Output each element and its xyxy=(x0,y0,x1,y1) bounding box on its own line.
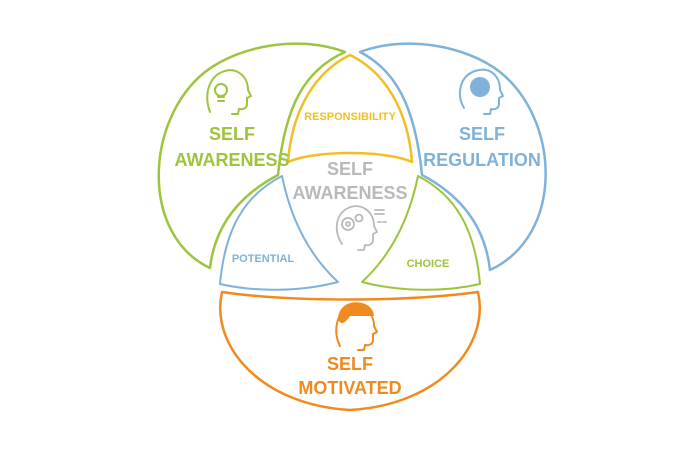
regulation-title-line1: SELF xyxy=(459,124,505,144)
regulation-title-line2: REGULATION xyxy=(423,150,541,170)
center-title-line1: SELF xyxy=(327,159,373,179)
lightbulb-head-icon xyxy=(206,69,252,115)
motivated-title-line1: SELF xyxy=(327,354,373,374)
motivated-title-line2: MOTIVATED xyxy=(298,378,401,398)
gears-head-icon xyxy=(335,205,387,251)
cap-head-icon xyxy=(335,302,378,351)
self-awareness-segment xyxy=(157,42,347,270)
awareness-title-line1: SELF xyxy=(209,124,255,144)
self-motivated-segment xyxy=(219,290,481,412)
center-title-line2: AWARENESS xyxy=(292,183,407,203)
responsibility-petal xyxy=(286,53,414,164)
potential-petal xyxy=(219,175,339,291)
choice-petal xyxy=(361,175,481,291)
responsibility-label: RESPONSIBILITY xyxy=(304,111,396,123)
brain-head-icon xyxy=(459,68,504,115)
awareness-title-line2: AWARENESS xyxy=(174,150,289,170)
choice-label: CHOICE xyxy=(407,258,450,270)
potential-label: POTENTIAL xyxy=(232,253,295,265)
